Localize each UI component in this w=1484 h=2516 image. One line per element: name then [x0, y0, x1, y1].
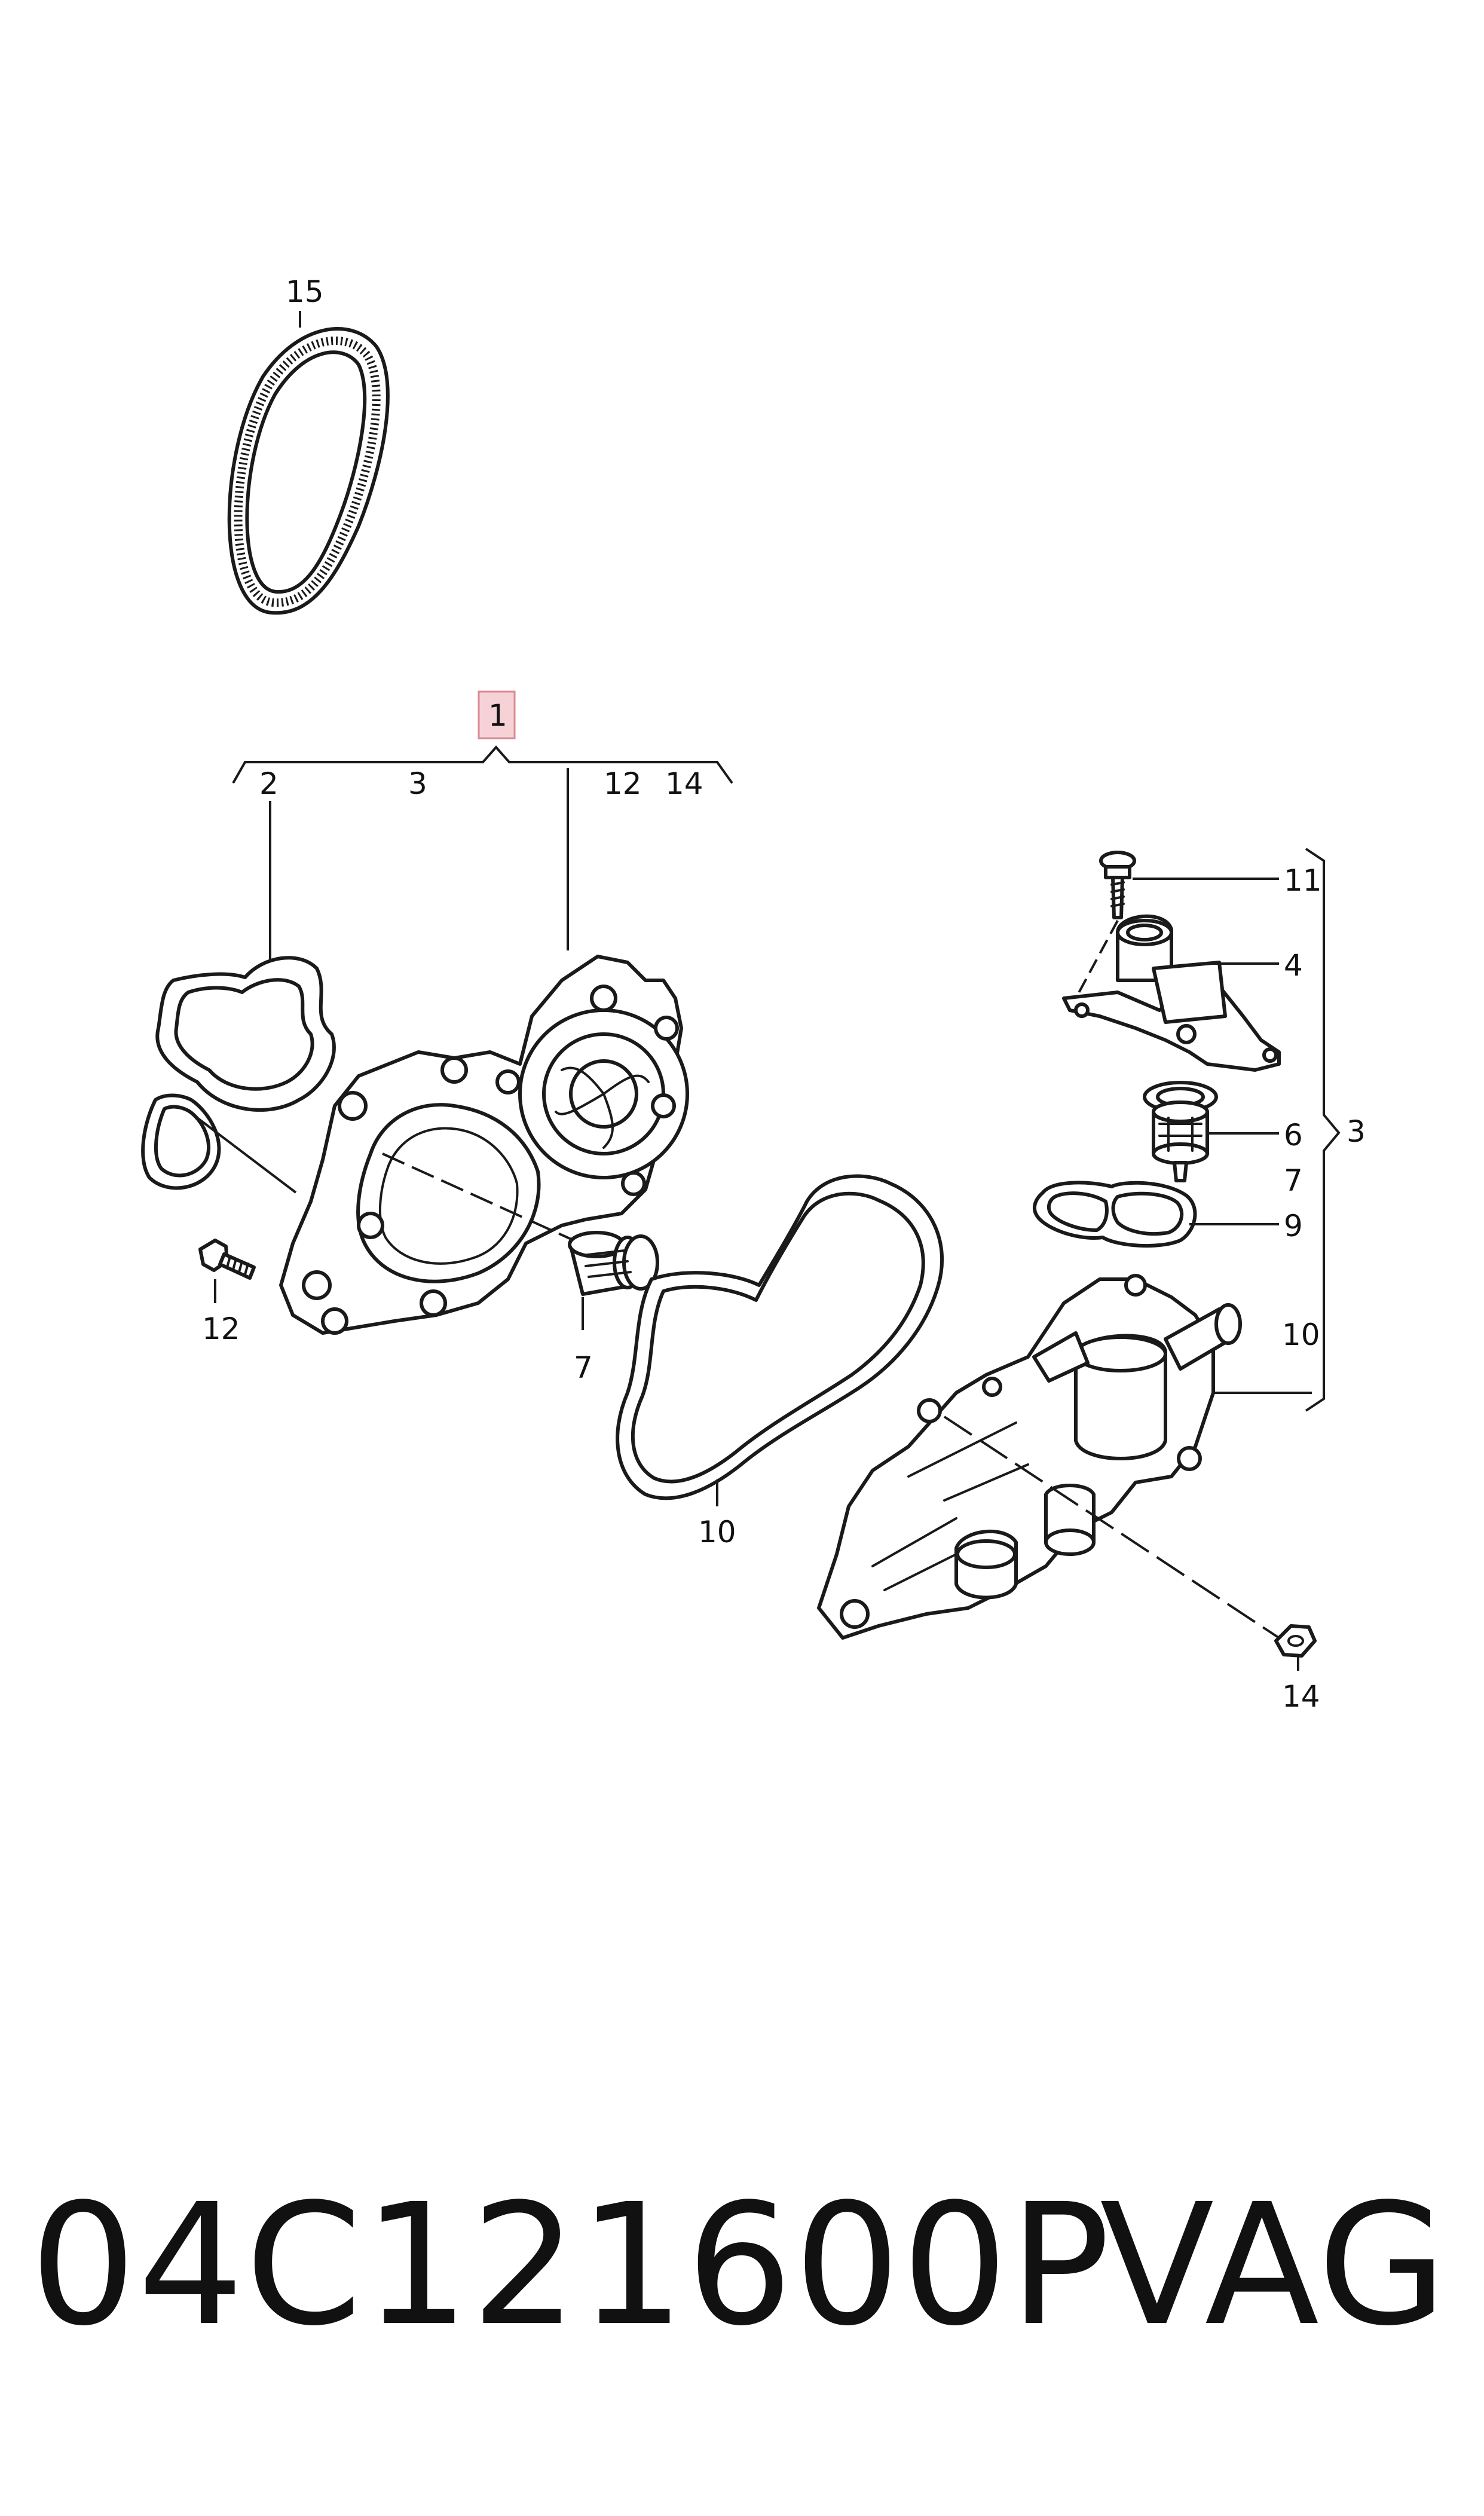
callout-4: 4 — [1284, 948, 1303, 983]
callout-sub-3: 3 — [408, 766, 427, 801]
callout-sub-12: 12 — [604, 766, 642, 801]
leader-gasket-2 — [196, 1117, 297, 1194]
callout-1: 1 — [488, 698, 507, 733]
group-bracket-3 — [1305, 848, 1341, 1412]
axis-line-left — [382, 1152, 574, 1242]
callout-7-right: 7 — [1284, 1163, 1303, 1198]
water-pump-housing — [279, 955, 689, 1335]
callout-11: 11 — [1284, 863, 1322, 898]
callout-6: 6 — [1284, 1118, 1303, 1152]
bolt-12 — [198, 1239, 256, 1280]
screw-11 — [1099, 851, 1136, 919]
group-bracket-1 — [232, 745, 733, 784]
gasket-9 — [1033, 1181, 1197, 1248]
callout-9: 9 — [1284, 1209, 1303, 1243]
callout-sub-14: 14 — [665, 766, 703, 801]
callout-sub-2: 2 — [259, 766, 279, 801]
callout-12: 12 — [202, 1312, 240, 1346]
screw-14 — [1274, 1624, 1317, 1658]
gasket-left — [141, 956, 336, 1190]
callout-7-left: 7 — [574, 1350, 593, 1385]
callout-10-right: 10 — [1282, 1317, 1320, 1352]
callout-3-group: 3 — [1347, 1114, 1366, 1149]
brand-name: VAG — [1100, 2168, 1449, 2363]
axis-line-right — [943, 1416, 1280, 1639]
thermostat-7 — [1152, 1100, 1209, 1182]
thermostat-insert-left — [568, 1231, 659, 1296]
callout-14: 14 — [1282, 1679, 1320, 1714]
part-number: 04C121600P — [30, 2168, 1112, 2363]
callout-15: 15 — [286, 274, 324, 309]
housing-cover-4 — [1062, 914, 1281, 1072]
gasket-middle — [616, 1174, 944, 1500]
highlight-box — [478, 690, 516, 739]
callout-10-left: 10 — [698, 1515, 736, 1549]
axis-11 — [1075, 920, 1119, 999]
coolant-housing-10 — [817, 1274, 1242, 1640]
timing-belt — [227, 327, 390, 615]
